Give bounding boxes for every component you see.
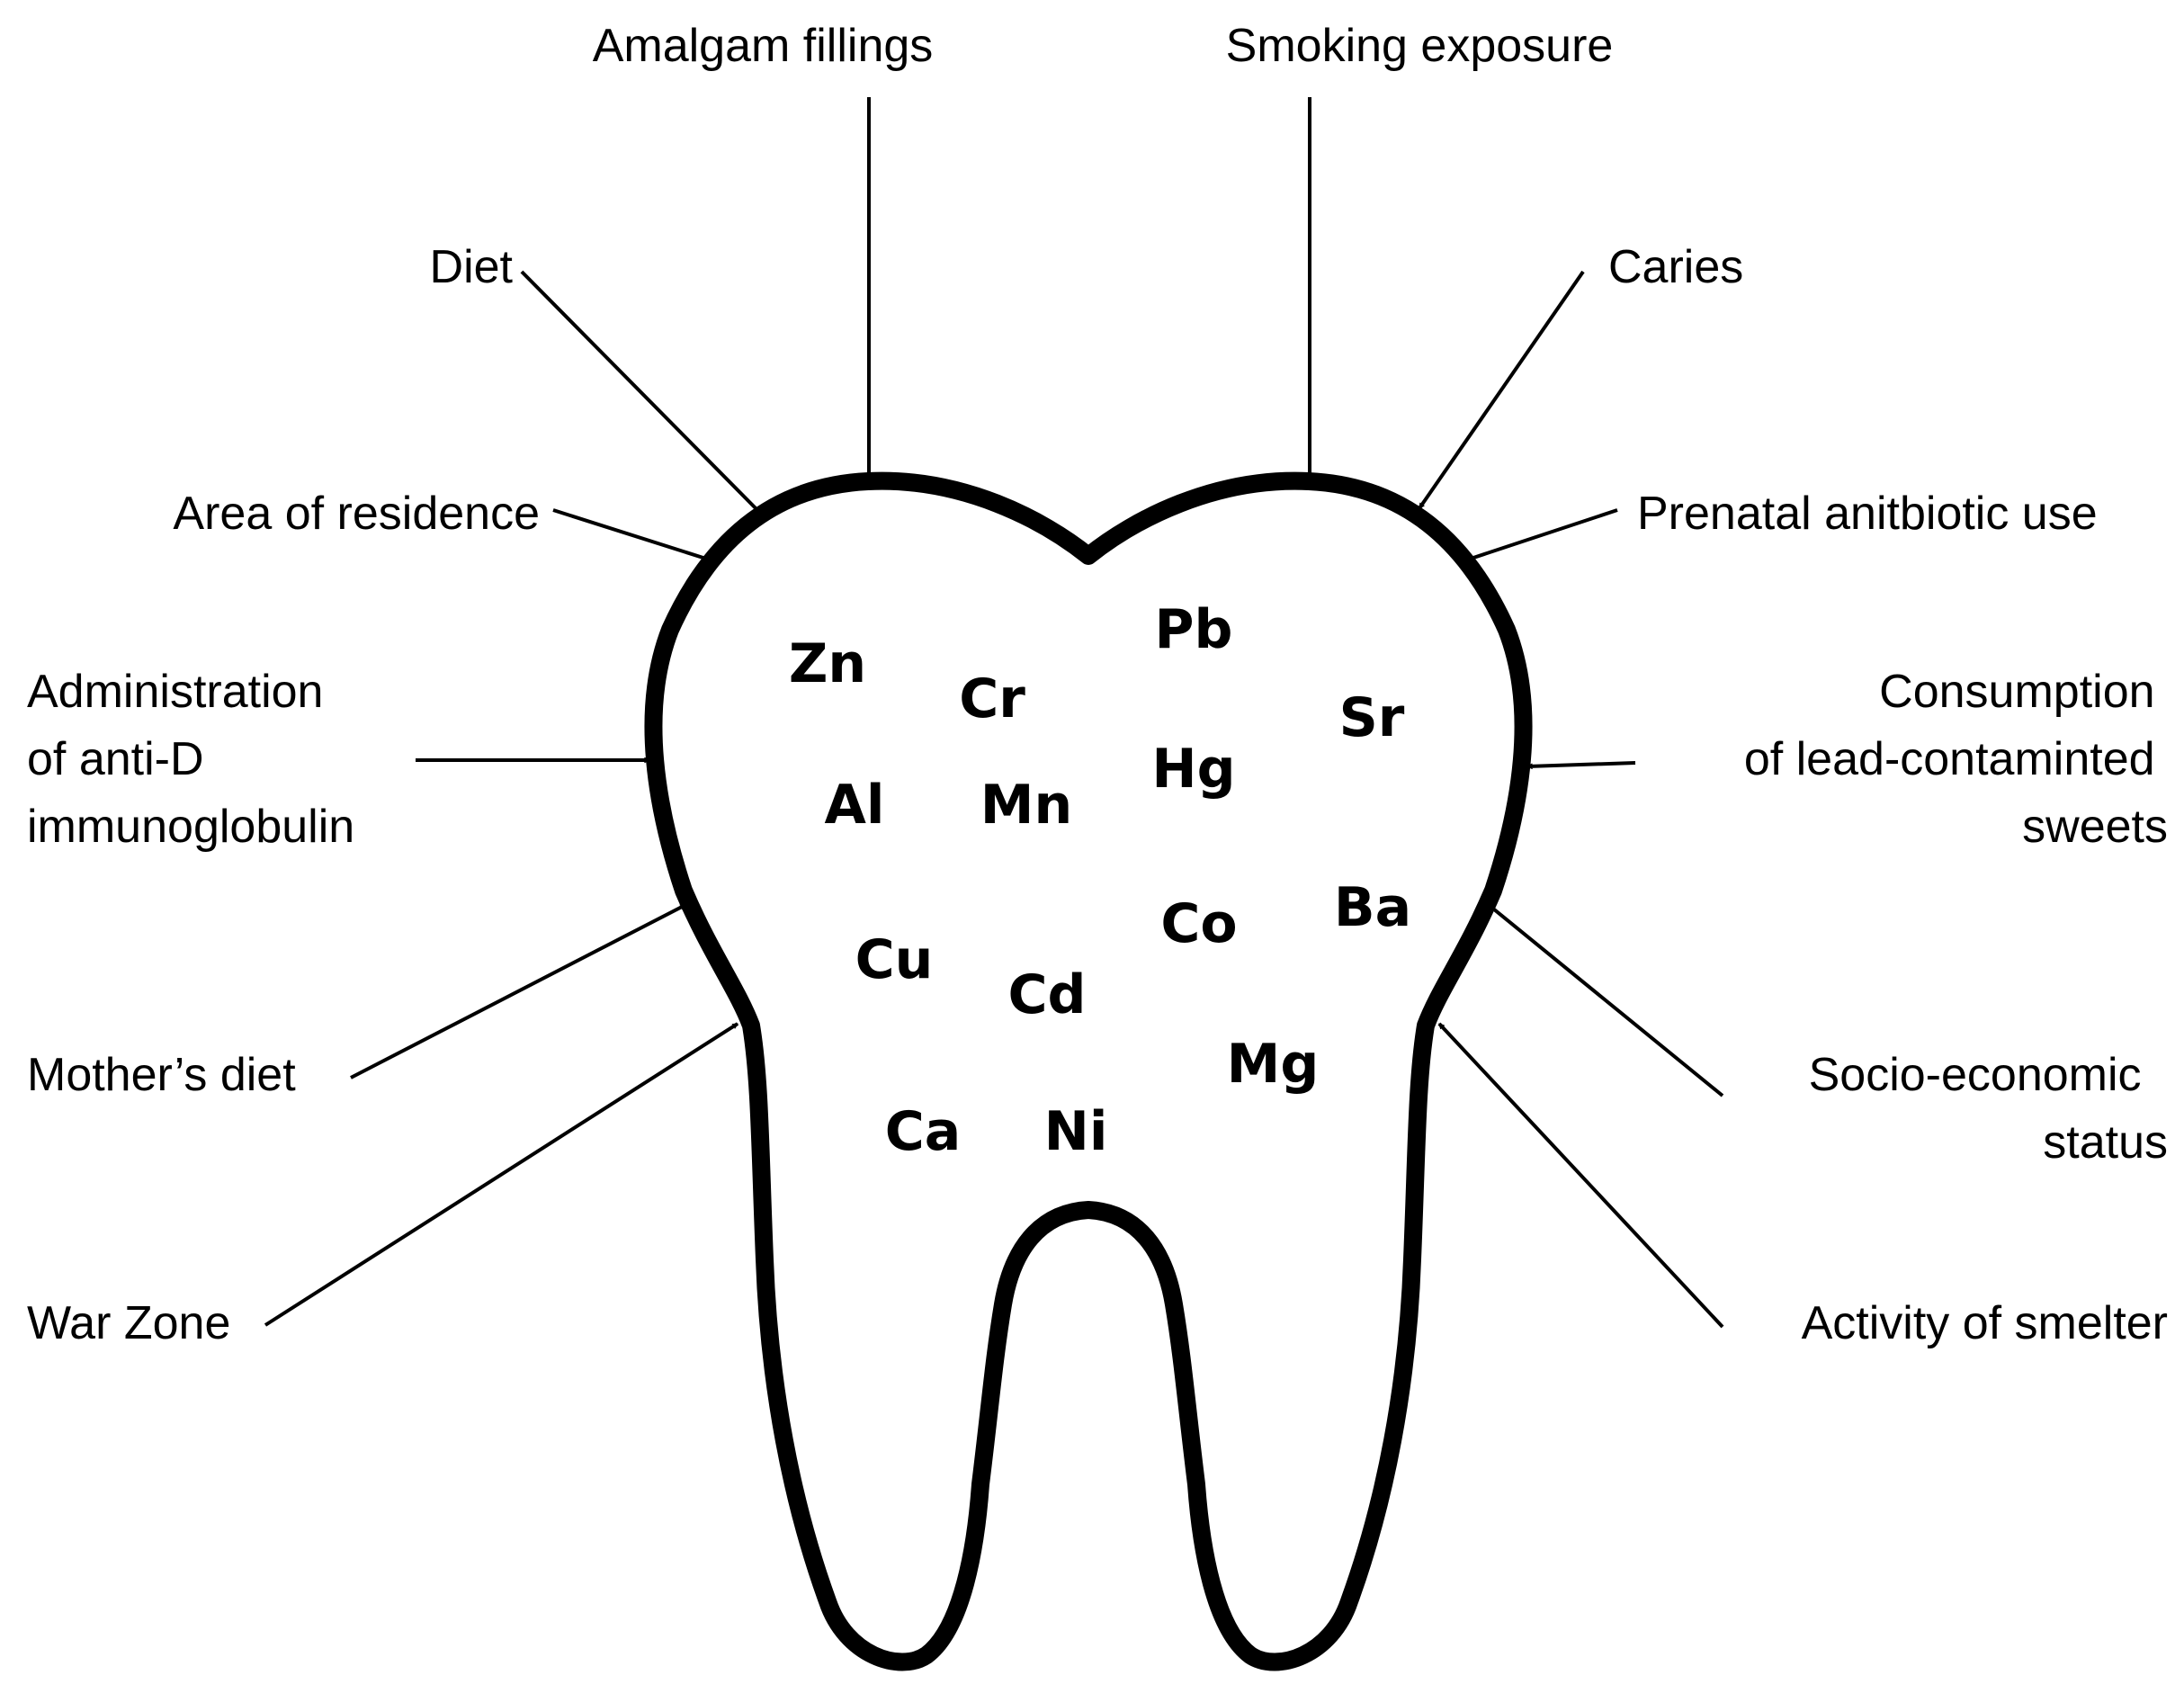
label-line: sweets [2022,801,2168,853]
element-symbol: Cr [959,667,1025,730]
arrow-lead-sweets [1527,761,1636,766]
arrow-diet [520,270,762,515]
element-symbol: Cd [1008,963,1087,1026]
arrow-mothers-diet [350,903,685,1079]
element-symbol: Pb [1155,598,1233,661]
label-line: Prenatal anitbiotic use [1637,488,2098,540]
label-mothers-diet: Mother’s diet [27,1049,296,1101]
factor-labels: Amalgam fillings Smoking exposure Diet C… [27,20,2168,1349]
arrow-war-zone [264,1022,739,1327]
arrow-area-of-residence [552,508,709,561]
label-line: Smoking exposure [1226,20,1614,72]
label-line: Administration [27,666,323,718]
label-smelter: Activity of smelter [1802,1297,2168,1349]
label-line: Socio-economic [1809,1049,2142,1101]
label-line: status [2043,1116,2168,1169]
element-symbol: Hg [1151,738,1235,801]
label-amalgam-fillings: Amalgam fillings [593,20,934,72]
arrow-caries [1418,270,1585,510]
element-symbol: Zn [789,632,866,695]
arrow-smelter [1437,1022,1724,1329]
label-line: Activity of smelter [1802,1297,2168,1349]
label-lead-sweets: Consumption of lead-contaminted sweets [1744,666,2168,853]
label-smoking-exposure: Smoking exposure [1226,20,1614,72]
label-line: Consumption [1879,666,2154,718]
label-war-zone: War Zone [27,1297,230,1349]
label-line: Mother’s diet [27,1049,296,1101]
tooth-outline [644,471,1533,1671]
label-socio-economic: Socio-economic status [1809,1049,2168,1169]
element-symbol: Cu [855,928,934,991]
label-line: War Zone [27,1297,230,1349]
label-line: of lead-contaminted [1744,733,2155,785]
label-line: Area of residence [173,488,540,540]
element-symbol: Co [1160,892,1237,955]
element-symbol: Al [824,774,884,837]
label-caries: Caries [1608,241,1743,293]
arrow-prenatal-antibiotic-use [1468,508,1618,561]
arrow-socio-economic [1487,903,1724,1097]
element-symbol: Mn [980,774,1072,837]
element-symbol: Mg [1227,1033,1320,1096]
element-symbol: Ni [1044,1100,1108,1163]
element-symbol: Ca [885,1100,962,1163]
label-line: Caries [1608,241,1743,293]
element-symbols: Zn Cr Pb Sr Al Mn Hg Co Ba Cu Cd Mg Ca N… [789,598,1411,1163]
label-diet: Diet [430,241,514,293]
element-symbol: Ba [1334,876,1411,939]
label-line: of anti-D [27,733,204,785]
label-prenatal-antibiotic-use: Prenatal anitbiotic use [1637,488,2098,540]
label-line: Amalgam fillings [593,20,934,72]
arrows [264,97,1724,1329]
label-area-of-residence: Area of residence [173,488,540,540]
label-line: immunoglobulin [27,801,354,853]
label-anti-d: Administration of anti-D immunoglobulin [27,666,354,853]
element-symbol: Sr [1339,686,1405,749]
label-line: Diet [430,241,514,293]
